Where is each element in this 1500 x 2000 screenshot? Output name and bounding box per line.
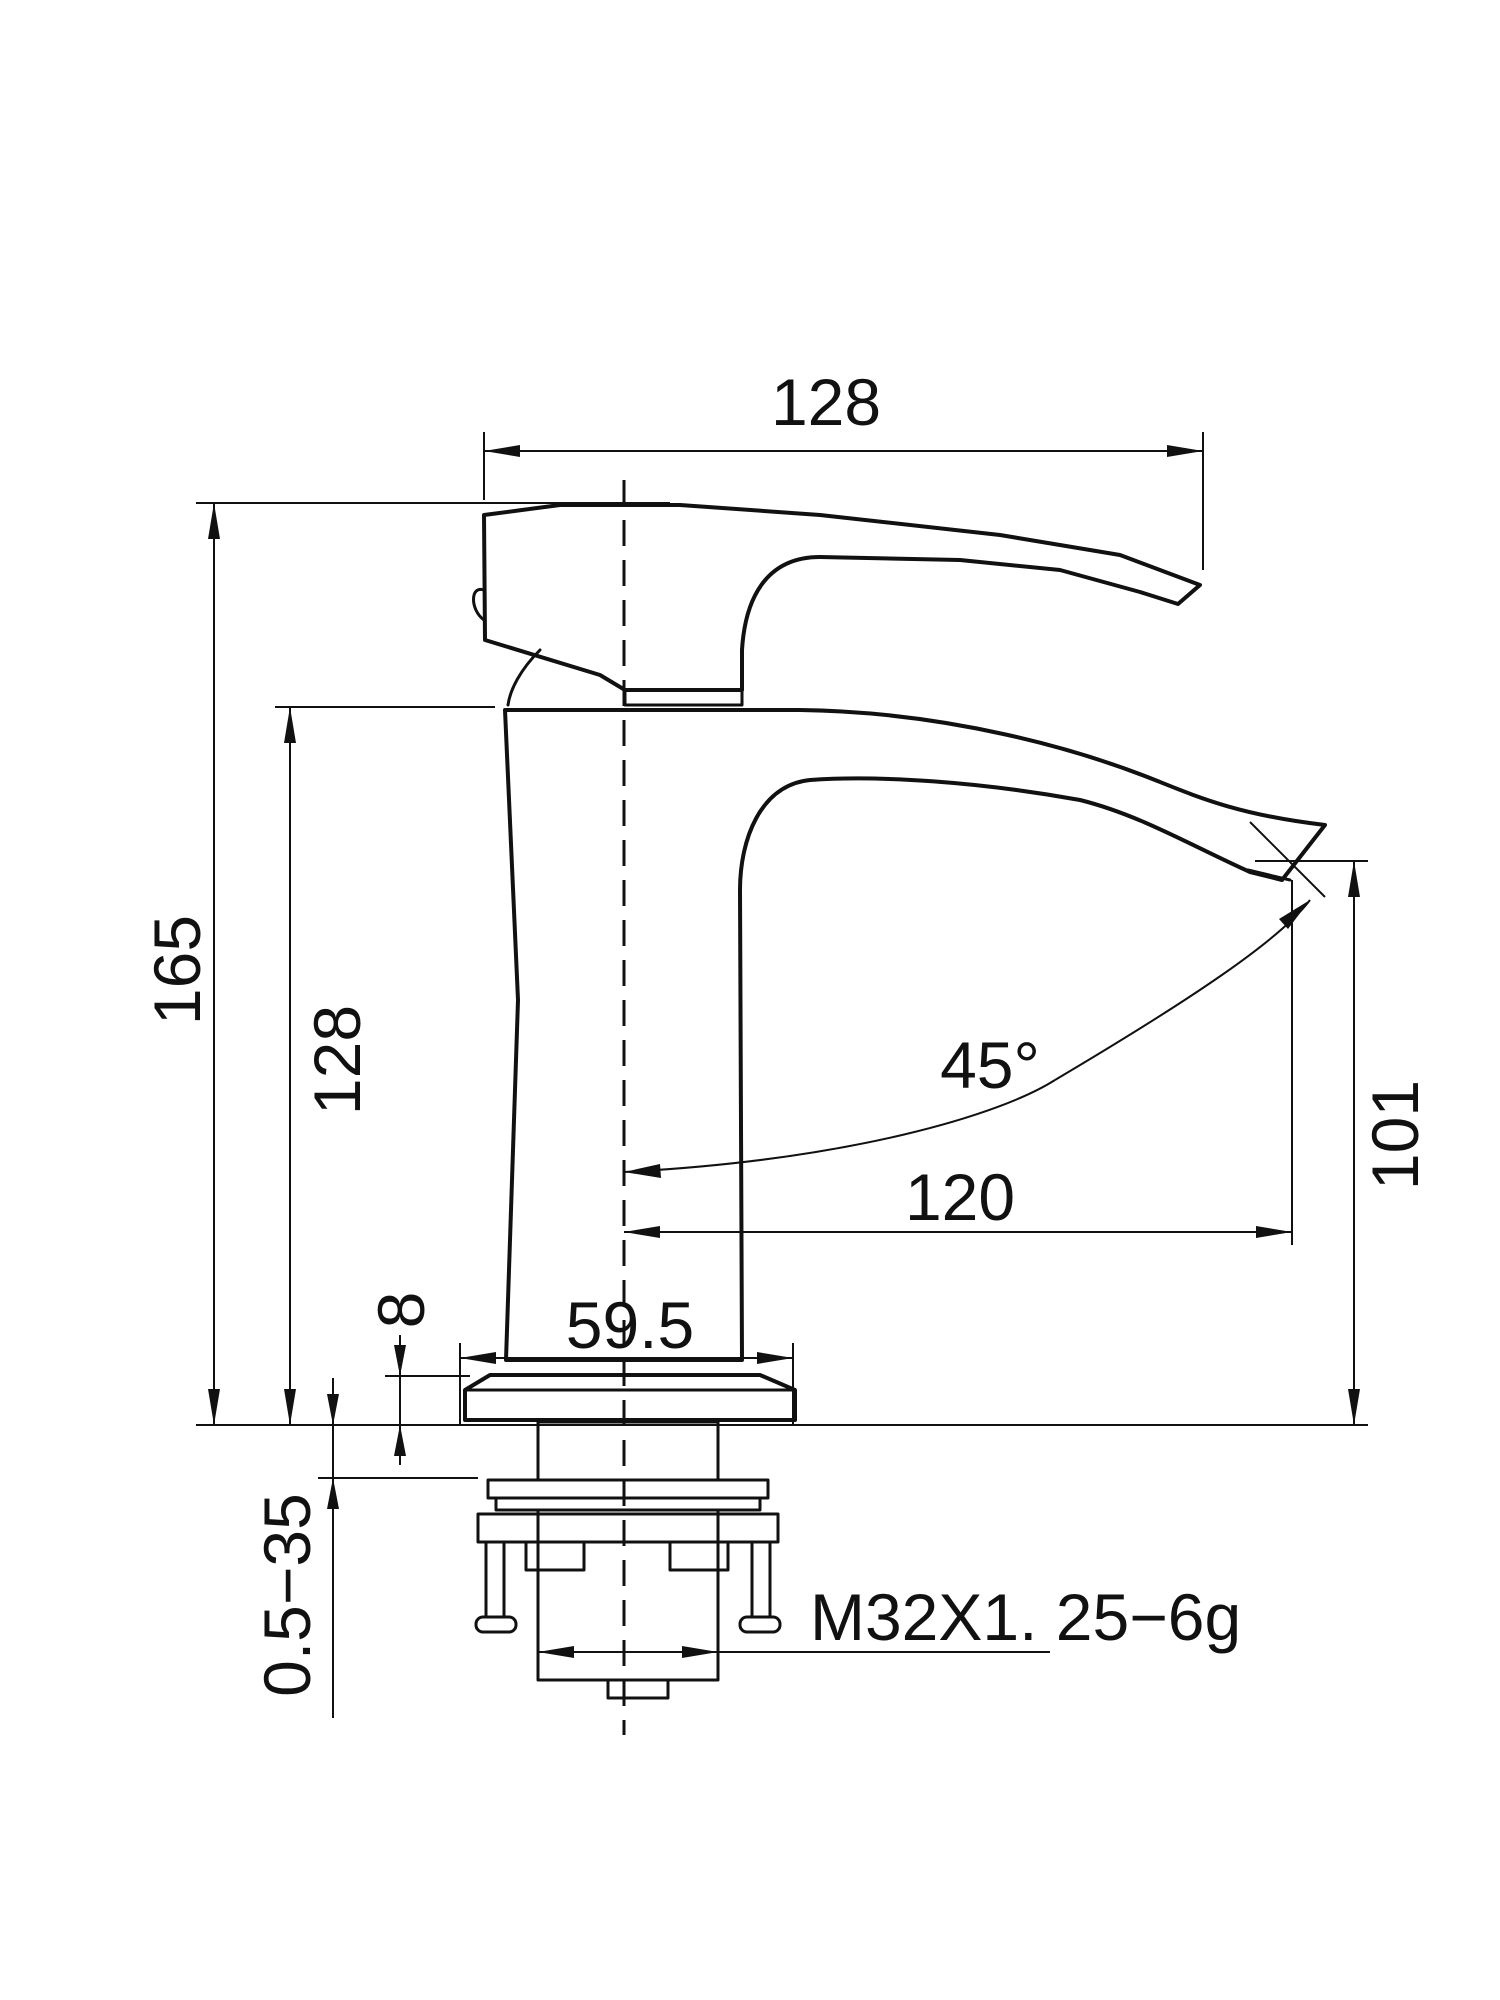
thread-callout: M32X1. 25−6g	[538, 1580, 1241, 1658]
dimension-base-thickness-label: 8	[364, 1292, 438, 1329]
dimension-angle: 45°	[623, 899, 1311, 1178]
base-plate	[463, 1373, 797, 1422]
dimension-deck-range: 0.5−35	[250, 1378, 478, 1718]
dimension-angle-label: 45°	[940, 1028, 1040, 1102]
dimension-body-height: 128	[275, 706, 495, 1425]
dimension-total-height-label: 165	[140, 915, 214, 1025]
mounting-assembly	[474, 1420, 782, 1700]
dimension-base-diameter-label: 59.5	[566, 1288, 694, 1362]
thread-callout-label: M32X1. 25−6g	[810, 1580, 1241, 1654]
dimension-base-thickness: 8	[364, 1292, 470, 1465]
handle-lever	[472, 503, 1202, 707]
dimension-top-width: 128	[483, 365, 1204, 570]
dimension-spout-height-label: 101	[1358, 1080, 1432, 1190]
dimension-total-height: 165	[140, 502, 670, 1425]
spout-tip-marker	[1249, 821, 1330, 898]
dimension-base-diameter: 59.5	[459, 1288, 794, 1425]
dimension-deck-range-label: 0.5−35	[250, 1493, 324, 1697]
dimension-spout-height: 101	[1255, 860, 1432, 1425]
dimension-spout-reach-label: 120	[905, 1160, 1015, 1234]
dimension-body-height-label: 128	[300, 1005, 374, 1115]
faucet-body	[503, 708, 1327, 1362]
dimension-spout-reach: 120	[624, 880, 1293, 1245]
dimension-top-width-label: 128	[771, 365, 881, 439]
